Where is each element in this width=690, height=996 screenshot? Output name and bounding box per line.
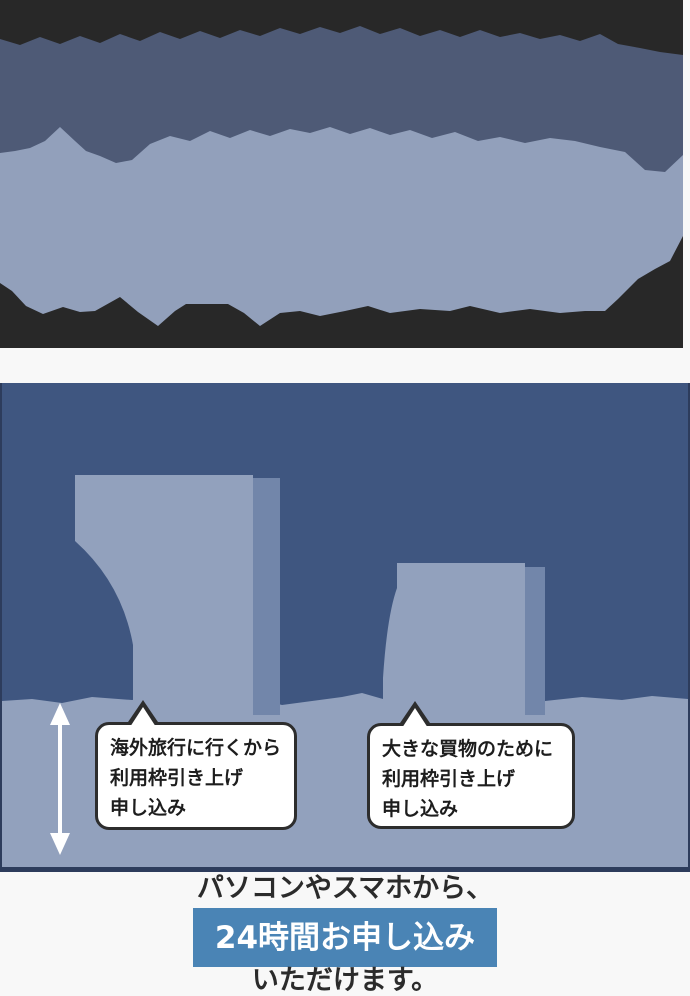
- speech-bubble-line: 利用枠引き上げ: [382, 768, 516, 790]
- speech-bubble-line: 利用枠引き上げ: [110, 767, 244, 789]
- banner-image: [0, 0, 690, 348]
- raised-plateau-purchase: [383, 563, 525, 705]
- footer-text-top: パソコンやスマホから、: [196, 873, 494, 904]
- speech-bubble-line: 海外旅行に行くから: [110, 737, 282, 759]
- speech-bubble-line: 大きな買物のために: [382, 738, 554, 760]
- speech-bubble-travel: 海外旅行に行くから 利用枠引き上げ 申し込み: [95, 700, 297, 830]
- banner-mid-layer: [0, 0, 683, 172]
- banner-dark-top-layer: [0, 0, 683, 55]
- base-limit-double-arrow: [50, 703, 70, 855]
- apply-24h-button[interactable]: 24時間お申し込み: [193, 908, 497, 967]
- speech-bubble-tail-fill: [402, 708, 428, 728]
- raised-plateau-purchase-side-shade: [525, 567, 545, 715]
- speech-bubble-line: 申し込み: [110, 797, 187, 819]
- footer-text-bottom: いただけます。: [251, 965, 439, 996]
- speech-bubble-purchase: 大きな買物のために 利用枠引き上げ 申し込み: [367, 701, 575, 829]
- speech-bubble-tail-fill: [130, 707, 156, 727]
- speech-bubble-line: 申し込み: [382, 798, 459, 820]
- raised-plateau-travel: [75, 475, 253, 705]
- banner-mountains-graphic: [0, 0, 683, 348]
- raised-plateau-travel-side-shade: [253, 478, 280, 715]
- banner-dark-bottom-layer: [0, 236, 683, 348]
